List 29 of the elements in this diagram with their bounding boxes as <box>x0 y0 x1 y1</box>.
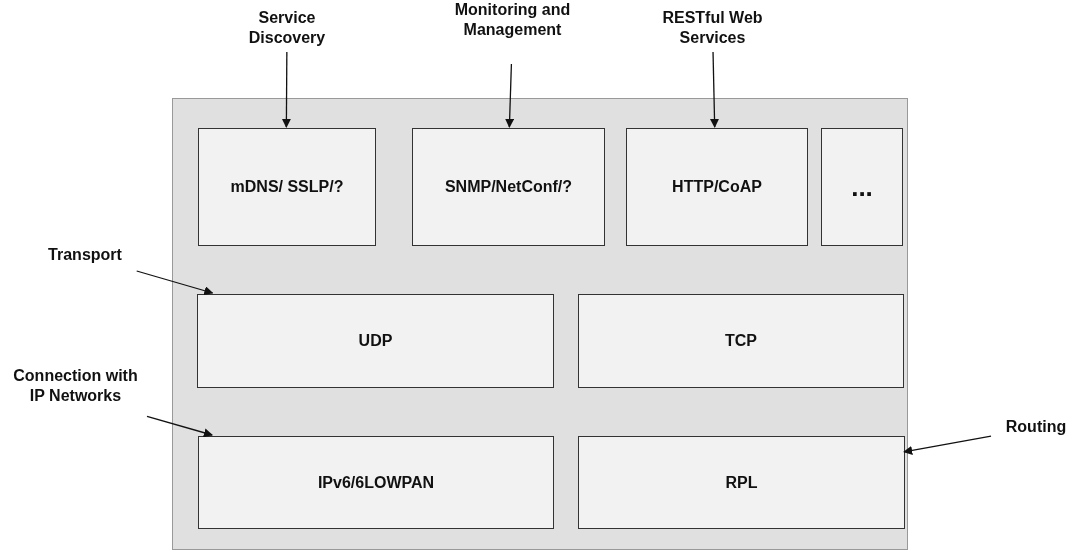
protocol-name: mDNS/ SSLP/? <box>230 178 344 196</box>
protocol-box <box>197 294 554 388</box>
stack-background <box>172 98 908 550</box>
arrow <box>505 63 515 128</box>
protocol-box <box>198 128 376 246</box>
protocol-box <box>578 436 905 529</box>
protocol-name: IPv6/6LOWPAN <box>317 473 435 492</box>
layer-label: Monitoring and Management <box>445 0 580 60</box>
layer-label: Transport <box>30 245 140 267</box>
protocol-box <box>412 128 605 246</box>
protocol-box <box>626 128 808 246</box>
protocol-name: UDP <box>358 332 393 350</box>
protocol-name: HTTP/CoAP <box>672 178 762 196</box>
layer-label: RESTful Web Services <box>645 8 780 48</box>
protocol-box <box>578 294 904 388</box>
protocol-name: TCP <box>725 332 757 350</box>
arrow <box>146 415 213 438</box>
protocol-name: ... <box>851 171 873 203</box>
arrow <box>709 51 720 128</box>
layer-label: Connection with IP Networks <box>8 366 143 426</box>
protocol-name: SNMP/NetConf/? <box>444 178 573 196</box>
protocol-box <box>198 436 554 529</box>
protocol-name: RPL <box>725 473 758 492</box>
protocol-box <box>821 128 903 246</box>
layer-label: Service Discovery <box>232 8 342 48</box>
arrow <box>281 51 291 128</box>
layer-label: Routing <box>995 417 1077 439</box>
arrow <box>136 270 214 296</box>
arrow <box>903 435 992 455</box>
